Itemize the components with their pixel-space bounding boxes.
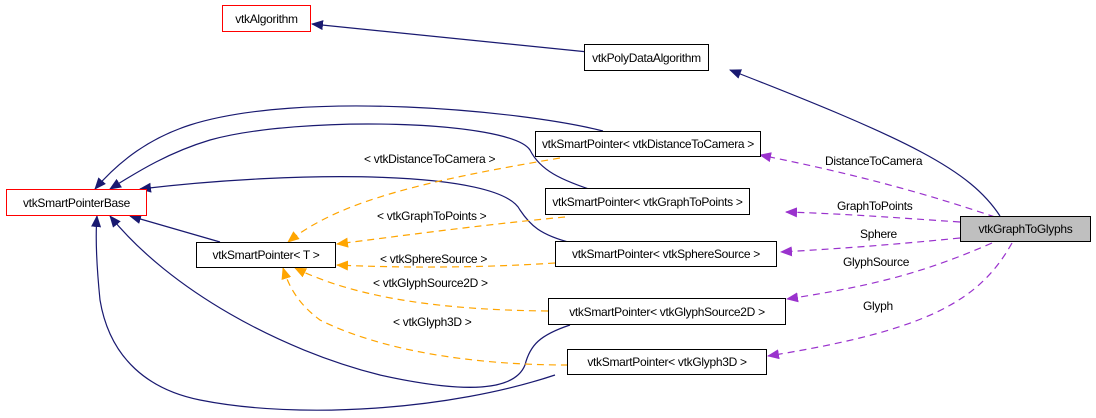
node-sp-graphtopoints[interactable]: vtkSmartPointer< vtkGraphToPoints > [545, 188, 750, 215]
edge-template-distancetocamera [287, 157, 561, 243]
edge-label-distancetocamera: DistanceToCamera [825, 154, 923, 168]
edge-label-template-graphtopoints: < vtkGraphToPoints > [377, 209, 487, 223]
edge-spdistance-to-base [94, 105, 604, 190]
node-label: vtkSmartPointer< vtkGraphToPoints > [552, 194, 743, 209]
node-label: vtkSmartPointer< vtkSphereSource > [572, 247, 760, 261]
node-sp-distancetocamera[interactable]: vtkSmartPointer< vtkDistanceToCamera > [535, 131, 761, 157]
edge-spglyph3d-to-base [91, 215, 556, 411]
edge-label-sphere: Sphere [860, 227, 898, 241]
node-sp-spheresource[interactable]: vtkSmartPointer< vtkSphereSource > [555, 241, 777, 267]
edge-template-glyph3d [281, 267, 569, 366]
node-vtkpolydataalgorithm[interactable]: vtkPolyDataAlgorithm [584, 44, 709, 71]
node-label: vtkPolyDataAlgorithm [592, 50, 701, 65]
edge-usage-sphere [780, 237, 961, 257]
edge-spT-to-base [129, 214, 221, 243]
edge-spgraphtopoints-to-base [109, 123, 599, 193]
edge-template-spheresource [336, 260, 556, 271]
node-vtksmartpointerbase[interactable]: vtkSmartPointerBase [6, 189, 147, 216]
node-sp-glyphsource2d[interactable]: vtkSmartPointer< vtkGlyphSource2D > [548, 298, 786, 325]
edge-template-graphtopoints [336, 216, 566, 248]
edge-label-glyphsource: GlyphSource [843, 255, 910, 269]
node-vtksmartpointer-t[interactable]: vtkSmartPointer< T > [196, 242, 336, 268]
node-sp-glyph3d[interactable]: vtkSmartPointer< vtkGlyph3D > [567, 349, 767, 375]
edge-label-template-spheresource: < vtkSphereSource > [380, 252, 487, 266]
edge-template-glyphsource2d [294, 267, 549, 312]
node-label: vtkSmartPointer< vtkGlyph3D > [587, 355, 747, 369]
node-label: vtkSmartPointer< T > [212, 248, 320, 262]
edge-label-template-glyph3d: < vtkGlyph3D > [393, 315, 472, 329]
node-label: vtkGraphToGlyphs [978, 222, 1073, 236]
node-label: vtkSmartPointerBase [22, 195, 130, 210]
edge-usage-glyph [767, 242, 1013, 360]
edge-label-graphtopoints: GraphToPoints [837, 199, 913, 213]
edge-spglyphsource2d-to-base [109, 215, 571, 388]
node-vtkgraphtoglyphs[interactable]: vtkGraphToGlyphs [960, 216, 1091, 242]
edge-label-template-glyphsource2d: < vtkGlyphSource2D > [373, 276, 488, 290]
edge-label-glyph: Glyph [863, 299, 893, 313]
edge-label-template-distancetocamera: < vtkDistanceToCamera > [364, 152, 495, 166]
node-label: vtkSmartPointer< vtkDistanceToCamera > [541, 137, 755, 151]
edge-graphtoglyphs-to-polydata [729, 69, 1001, 217]
edge-usage-distancetocamera [759, 152, 996, 218]
node-label: vtkAlgorithm [235, 11, 298, 26]
edge-usage-graphtopoints [785, 207, 961, 223]
node-label: vtkSmartPointer< vtkGlyphSource2D > [569, 304, 765, 319]
node-vtkalgorithm[interactable]: vtkAlgorithm [222, 5, 311, 32]
edge-usage-glyphsource [786, 242, 993, 303]
edge-polydata-to-algorithm [311, 20, 599, 54]
edge-spsphere-to-base [139, 176, 573, 244]
